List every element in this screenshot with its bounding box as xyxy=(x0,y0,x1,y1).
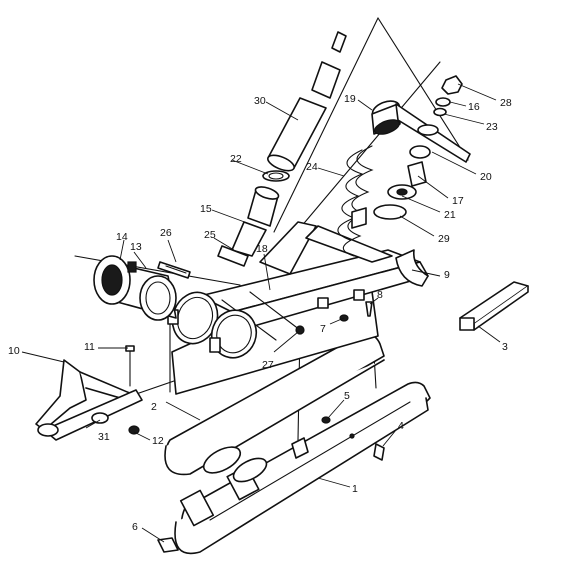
front-cover-1 xyxy=(174,381,431,555)
coil-spring-24 xyxy=(337,145,374,257)
callout-4: 4 xyxy=(398,420,404,432)
callout-2: 2 xyxy=(151,401,157,413)
callout-23: 23 xyxy=(486,121,498,133)
callout-22: 22 xyxy=(230,153,242,165)
bushing-20 xyxy=(409,145,431,159)
callout-7: 7 xyxy=(320,323,326,335)
callout-10: 10 xyxy=(8,345,20,357)
callout-13: 13 xyxy=(130,241,142,253)
shock-absorber-30 xyxy=(267,31,347,172)
nut-17 xyxy=(407,161,427,187)
leader-lines xyxy=(21,83,501,543)
callout-5: 5 xyxy=(344,390,350,402)
callout-3: 3 xyxy=(502,341,508,353)
pivot-pin-26 xyxy=(157,261,191,279)
nut-5 xyxy=(321,416,331,424)
callout-25: 25 xyxy=(204,229,216,241)
clamp-rings xyxy=(167,291,258,359)
callout-1: 1 xyxy=(352,483,358,495)
callout-31: 31 xyxy=(98,431,110,443)
callout-9: 9 xyxy=(444,269,450,281)
spring-seat-15 xyxy=(231,186,280,257)
plate-29 xyxy=(373,204,407,220)
callout-28: 28 xyxy=(500,97,512,109)
bracket-10 xyxy=(35,359,143,441)
callout-14: 14 xyxy=(116,231,128,243)
callout-11: 11 xyxy=(84,341,95,353)
callout-18: 18 xyxy=(256,243,268,255)
screw-8 xyxy=(365,301,373,317)
hardware-stack xyxy=(373,75,463,220)
pivot-housing-13 xyxy=(93,255,177,321)
washer-16 xyxy=(435,97,451,107)
middle-cover-2 xyxy=(164,333,385,483)
alignment-lines xyxy=(74,17,469,441)
callout-6: 6 xyxy=(132,521,138,533)
callout-12: 12 xyxy=(152,435,164,447)
washer-23 xyxy=(433,107,447,117)
callout-24: 24 xyxy=(306,161,318,173)
nut-12 xyxy=(128,425,140,435)
callout-17: 17 xyxy=(452,195,464,207)
callout-8: 8 xyxy=(377,289,383,301)
callout-16: 16 xyxy=(468,101,480,113)
boot-22 xyxy=(262,170,290,182)
callout-30: 30 xyxy=(254,95,266,107)
nut-28 xyxy=(441,75,463,95)
stop-bar-3 xyxy=(459,281,529,331)
callout-20: 20 xyxy=(480,171,492,183)
callout-19: 19 xyxy=(344,93,356,105)
bolt-4 xyxy=(373,443,385,461)
bolt-11 xyxy=(125,345,135,387)
callout-labels: 1 2 3 4 5 6 7 8 9 10 11 12 13 14 15 16 1… xyxy=(8,93,512,533)
washer-20 xyxy=(417,124,439,136)
callout-21: 21 xyxy=(444,209,456,221)
callout-27: 27 xyxy=(262,359,274,371)
callout-15: 15 xyxy=(200,203,212,215)
callout-29: 29 xyxy=(438,233,450,245)
spacer-25 xyxy=(217,245,249,267)
callout-26: 26 xyxy=(160,227,172,239)
